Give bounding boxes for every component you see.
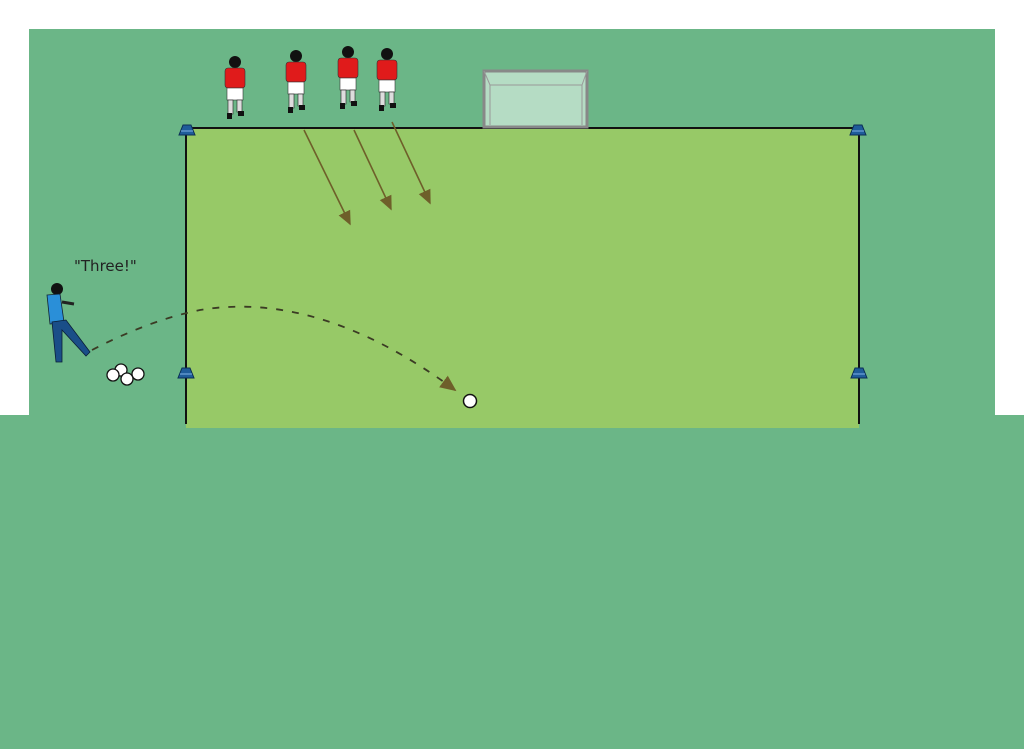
coach-callout: "Three!": [74, 257, 137, 275]
run-arrow: [353, 129, 392, 211]
coach-player-icon: [46, 283, 91, 363]
pass-arrow: [91, 305, 457, 392]
run-arrow: [391, 121, 431, 205]
playing-field: [186, 128, 859, 428]
ball-pile-icon: [106, 363, 145, 386]
run-arrow: [303, 129, 351, 226]
ball-icon: [462, 393, 478, 409]
run-arrows: [303, 121, 431, 226]
goal: [482, 69, 589, 129]
outer-area-bottom: [0, 415, 1024, 749]
